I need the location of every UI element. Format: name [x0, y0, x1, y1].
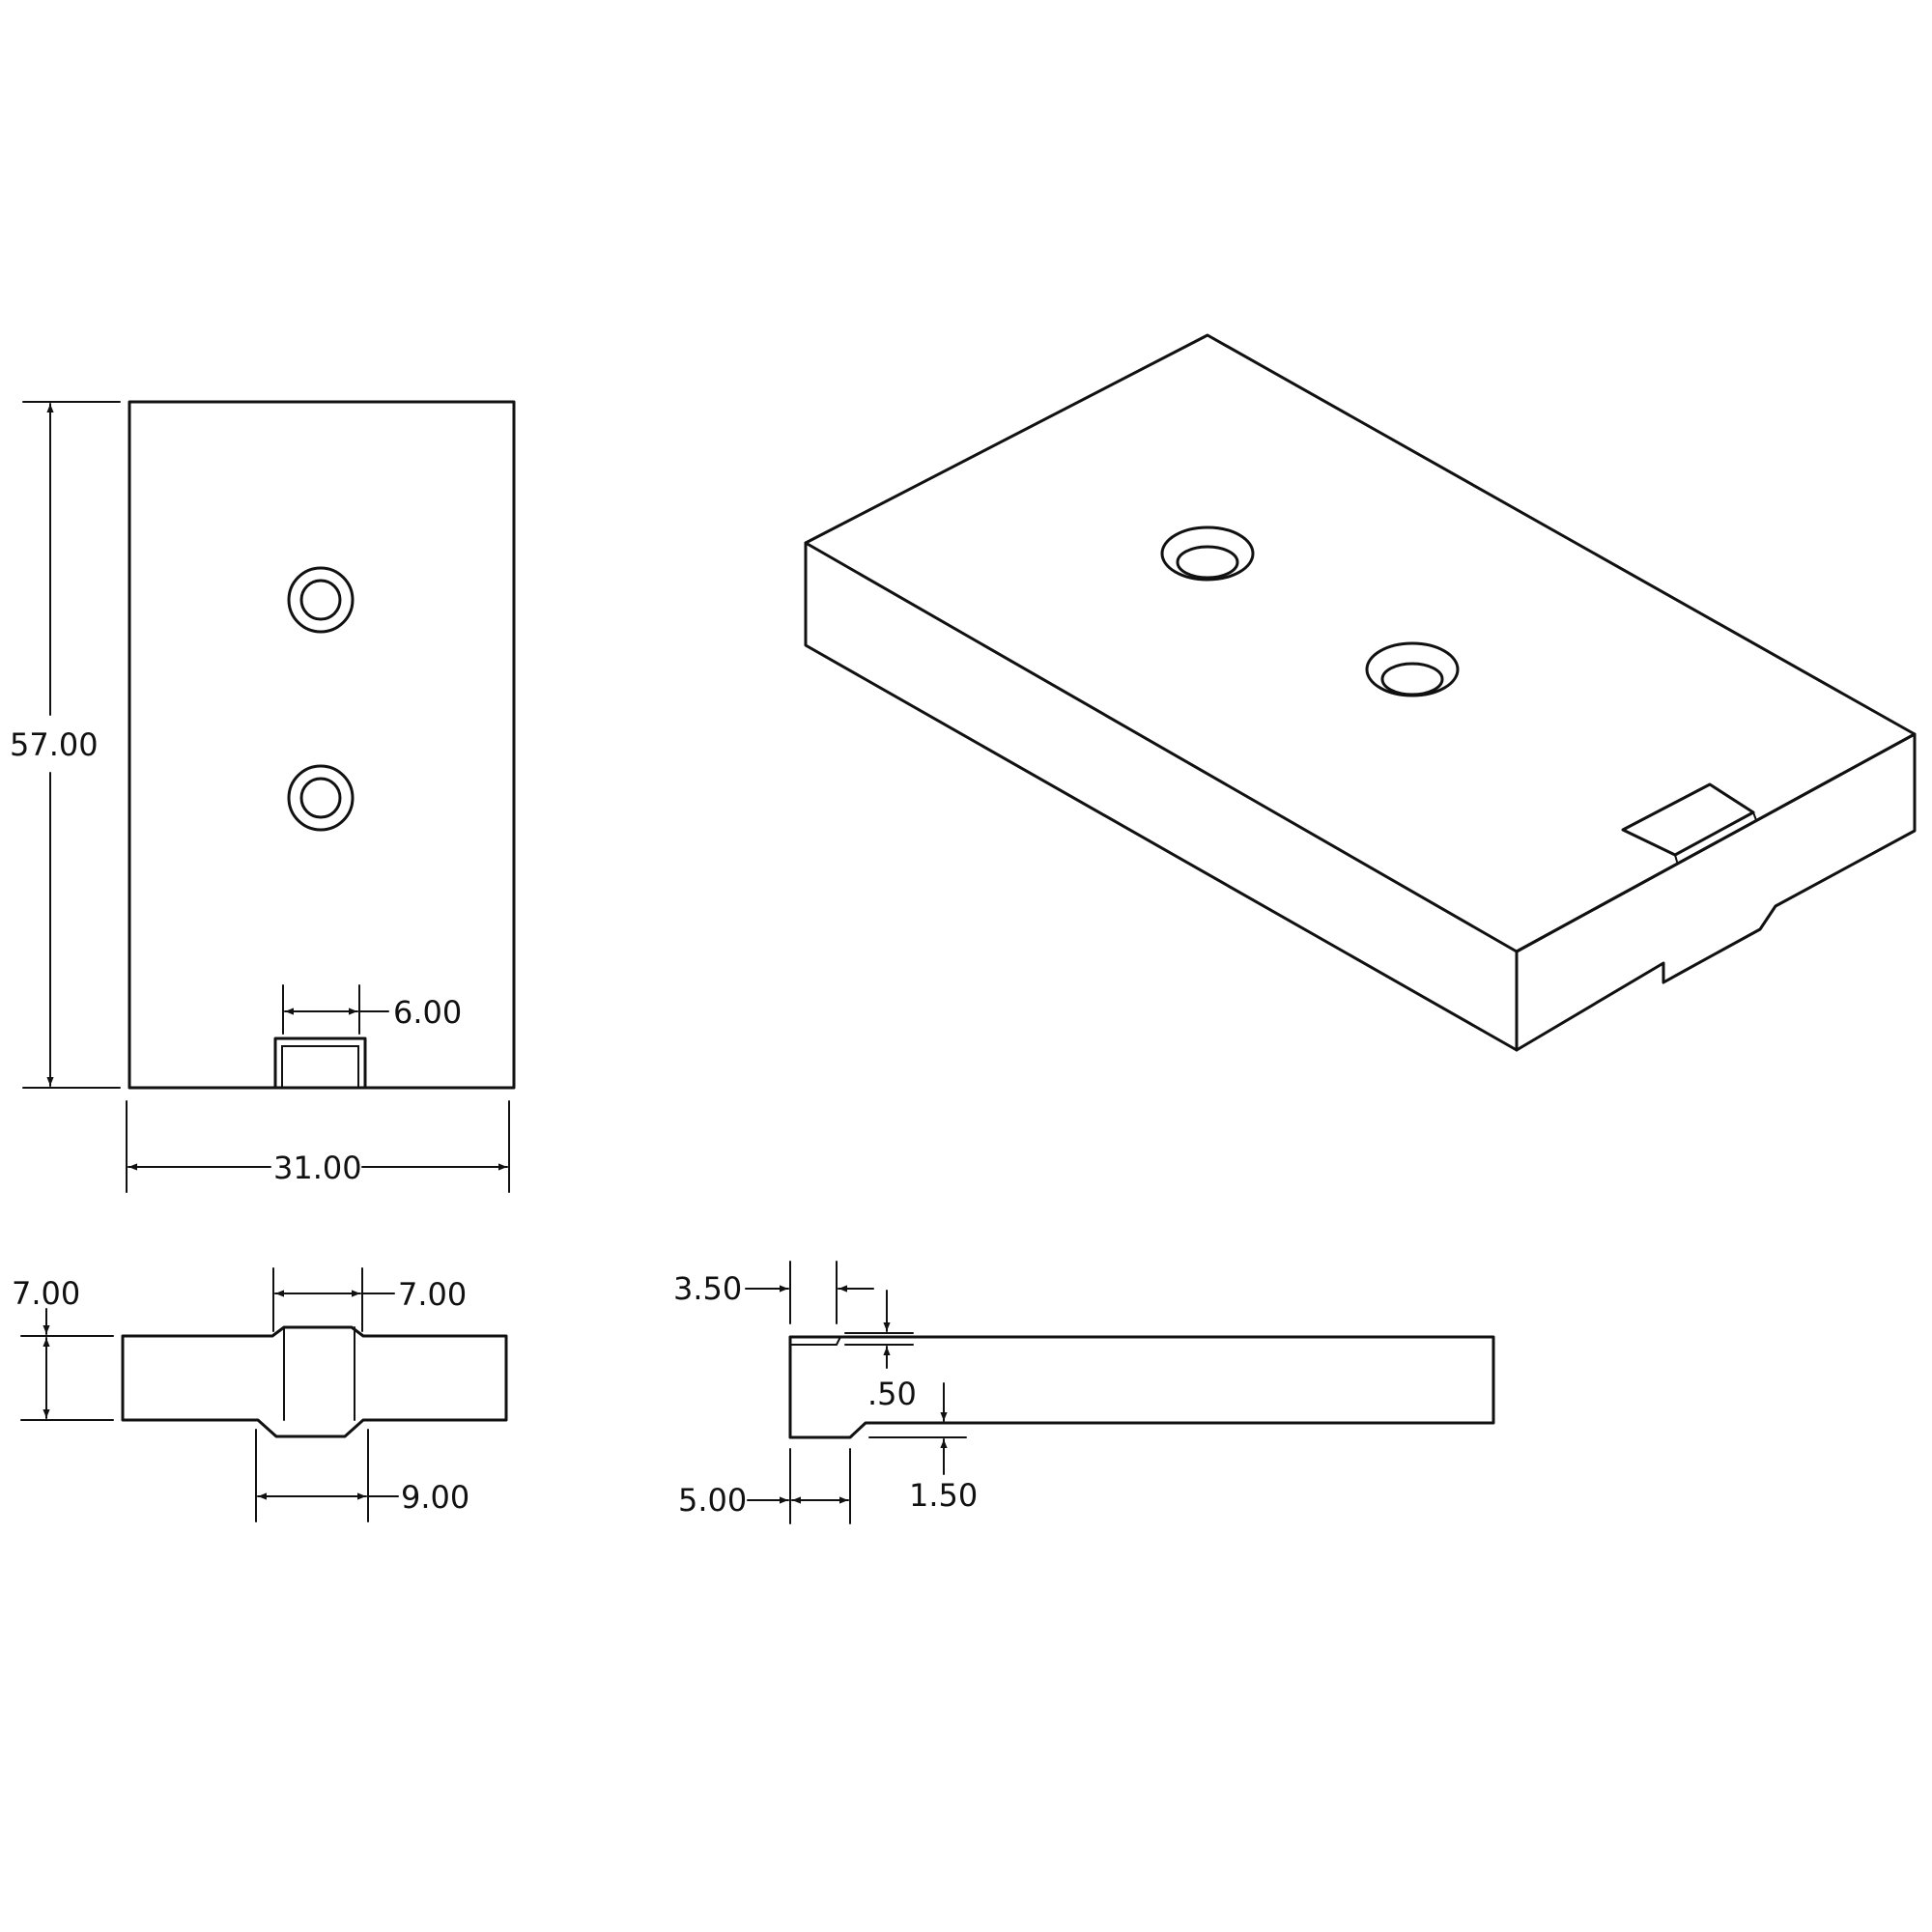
dim-text-57: 57.00 [10, 726, 99, 763]
dim-text-6: 6.00 [393, 994, 462, 1031]
dim-text-side-depth: 1.50 [909, 1477, 978, 1514]
dim-side-offset-top: 3.50 [673, 1261, 874, 1324]
isometric-view [804, 333, 1917, 1052]
dim-slot-6: 6.00 [282, 984, 462, 1035]
side-view: 3.50 .50 1.50 5.00 [673, 1261, 1495, 1524]
dim-front-slot-bottom: 9.00 [255, 1429, 469, 1522]
iso-right-face [1515, 732, 1917, 1052]
dim-text-side-step: .50 [867, 1376, 917, 1412]
top-slot [273, 1037, 367, 1090]
dim-text-front-slot-top: 7.00 [398, 1276, 467, 1313]
dim-side-step: .50 [844, 1290, 917, 1412]
hole-upper [287, 566, 355, 634]
dim-side-depth: 1.50 [868, 1382, 978, 1514]
dim-text-front-7: 7.00 [12, 1275, 80, 1312]
iso-slot-top [1621, 782, 1755, 857]
dim-text-31: 31.00 [273, 1150, 362, 1186]
dim-text-side-bottom: 5.00 [678, 1482, 747, 1519]
dim-side-offset-bottom: 5.00 [678, 1448, 851, 1524]
top-view: 57.00 31.00 6.00 [10, 400, 516, 1193]
side-view-outline [788, 1335, 1495, 1439]
iso-top-face [804, 333, 1917, 953]
dim-width-31: 31.00 [126, 1100, 510, 1193]
dim-front-height-7: 7.00 [12, 1275, 114, 1421]
front-view: 7.00 7.00 9.00 [12, 1267, 508, 1522]
dim-text-front-slot-bottom: 9.00 [401, 1479, 469, 1516]
iso-hole-1 [1160, 526, 1255, 582]
dim-front-slot-top: 7.00 [272, 1267, 467, 1332]
dim-text-side-top: 3.50 [673, 1270, 742, 1307]
top-view-outline [128, 400, 516, 1090]
dim-height-57: 57.00 [10, 401, 121, 1089]
front-view-outline [121, 1325, 508, 1438]
hole-lower [287, 764, 355, 832]
iso-left-face [804, 541, 1519, 1052]
iso-hole-2 [1365, 641, 1460, 697]
